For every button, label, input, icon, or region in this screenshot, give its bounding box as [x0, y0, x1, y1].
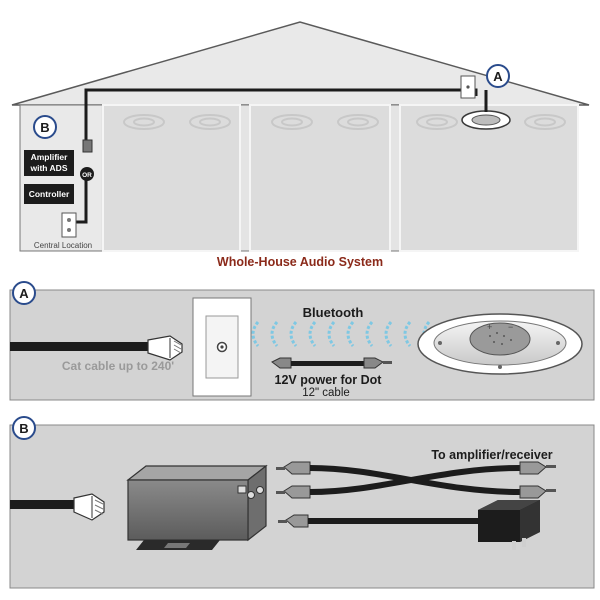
- panel-a: A Cat cable up to 240' B: [9, 281, 595, 401]
- house-roof: [11, 21, 590, 106]
- bluetooth-waves: [251, 321, 431, 347]
- ceiling-speaker: [524, 114, 566, 130]
- ceiling-speaker: [123, 114, 165, 130]
- room-1: [102, 104, 241, 252]
- cat-cable-b: [10, 500, 74, 509]
- ads-module-box: [126, 464, 268, 550]
- svg-text:A: A: [493, 69, 503, 84]
- controller-label: Controller: [29, 189, 70, 199]
- svg-text:B: B: [40, 120, 49, 135]
- panel-b: B: [9, 416, 595, 589]
- amplifier-label-line2: with ADS: [30, 163, 68, 173]
- or-label: OR: [82, 172, 92, 179]
- ceiling-speaker: [271, 114, 313, 130]
- svg-text:+: +: [487, 322, 492, 332]
- power-cable-label: 12" cable: [302, 387, 350, 399]
- amplifier-output-label: To amplifier/receiver: [431, 448, 552, 462]
- controller-box: [24, 184, 74, 204]
- svg-text:−: −: [508, 322, 513, 332]
- bluetooth-label: Bluetooth: [303, 305, 364, 320]
- house-marker-a: [486, 64, 510, 88]
- house-cable-run: [74, 88, 488, 224]
- speaker-with-dot: + −: [417, 313, 583, 375]
- power-adapter: [278, 500, 540, 550]
- ceiling-speaker: [189, 114, 231, 130]
- plug-connector: [82, 139, 93, 153]
- ceiling-speakers: [123, 114, 566, 130]
- power-cable-12in: [271, 357, 392, 369]
- panel-a-marker: [12, 281, 36, 305]
- power-outlet: [61, 212, 77, 238]
- svg-text:B: B: [19, 421, 28, 436]
- highlighted-speaker: [461, 110, 511, 130]
- central-location-label: Central Location: [34, 241, 92, 250]
- ceiling-speaker: [416, 114, 458, 130]
- amplifier-label-line1: Amplifier: [31, 152, 69, 162]
- cat-cable-label: Cat cable up to 240': [62, 359, 174, 373]
- house-illustration: Amplifier with ADS OR Controller Central…: [11, 21, 590, 252]
- svg-text:A: A: [19, 286, 29, 301]
- panel-b-marker: [12, 416, 36, 440]
- rca-stereo-cables: [276, 461, 556, 499]
- or-badge: [80, 167, 94, 181]
- rj45-connector-b: [73, 493, 105, 521]
- amplifier-box: [24, 150, 74, 176]
- power-label: 12V power for Dot: [275, 373, 383, 387]
- house-marker-b: [33, 115, 57, 139]
- ceiling-speaker: [337, 114, 379, 130]
- cat-cable: [10, 342, 148, 351]
- rj45-connector: [147, 335, 183, 361]
- bluetooth-dot: [469, 322, 531, 356]
- diagram-caption: Whole-House Audio System: [217, 255, 383, 269]
